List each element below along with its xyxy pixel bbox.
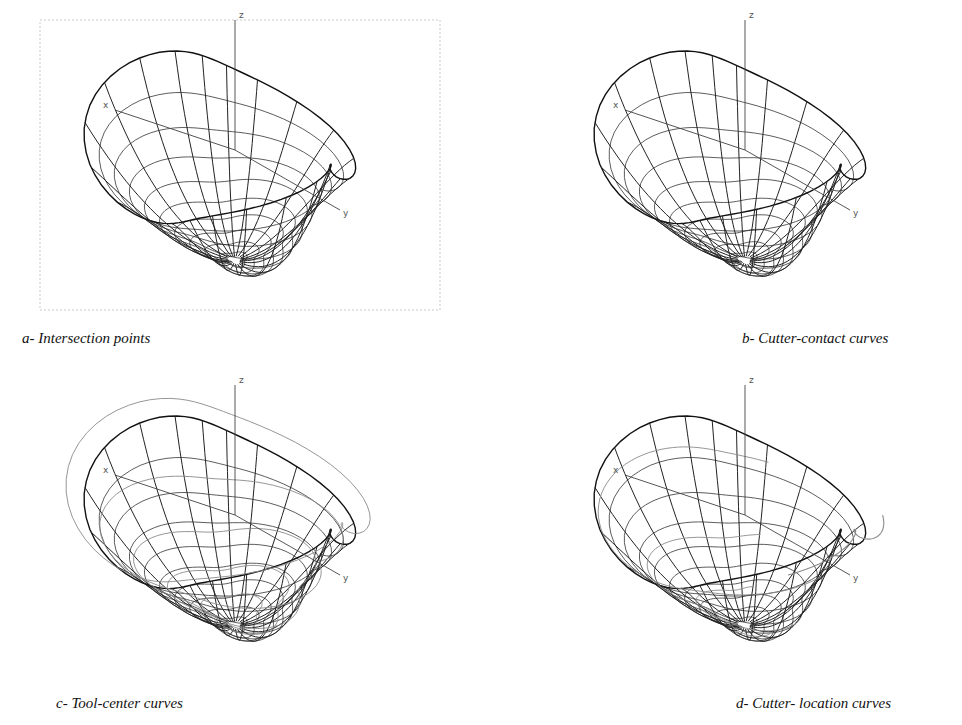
contact-curve <box>609 93 853 232</box>
grid-line <box>239 546 317 637</box>
grid-line <box>737 66 745 257</box>
axis-label: z <box>749 375 754 385</box>
grid-line <box>240 530 331 628</box>
axis-label: x <box>613 465 618 475</box>
x-axis <box>115 110 235 150</box>
grid-line <box>240 179 340 260</box>
y-axis <box>745 150 850 210</box>
contact-curve <box>130 522 320 624</box>
grid-line <box>239 181 317 272</box>
grid-line <box>140 423 231 622</box>
grid-line <box>746 574 757 640</box>
grid-line <box>105 82 229 257</box>
grid-line <box>105 447 229 622</box>
y-axis <box>745 515 850 575</box>
grid-line <box>737 431 745 622</box>
grid-line <box>241 176 353 259</box>
grid-line <box>240 536 331 626</box>
z-axis <box>745 20 746 150</box>
grid-line <box>117 202 229 260</box>
contact-curve <box>609 458 853 597</box>
grid-line <box>750 179 850 260</box>
grid-line <box>750 536 841 626</box>
panel-caption: c- Tool-center curves <box>56 695 183 712</box>
cutter-location-curve <box>788 515 884 575</box>
grid-line <box>236 80 257 256</box>
contact-curve <box>594 51 866 224</box>
grid-line <box>601 167 738 259</box>
z-axis <box>235 20 236 150</box>
grid-line <box>627 202 739 260</box>
grid-line <box>749 546 827 637</box>
grid-line <box>615 82 739 257</box>
y-axis <box>235 515 340 575</box>
x-axis <box>115 475 235 515</box>
grid-line <box>746 209 757 275</box>
grid-line <box>750 171 841 261</box>
grid-line <box>85 488 228 624</box>
contact-curve <box>640 157 830 259</box>
panel-caption: b- Cutter-contact curves <box>742 330 888 347</box>
panel-caption: a- Intersection points <box>22 330 150 347</box>
tool-center-curve <box>100 476 343 608</box>
tool-center-curve <box>168 565 290 634</box>
axis-label: y <box>343 208 348 218</box>
x-axis <box>625 475 745 515</box>
tool-center-curve <box>66 398 370 581</box>
axis-label: z <box>749 10 754 20</box>
x-axis <box>625 110 745 150</box>
contact-curve <box>99 93 343 232</box>
grid-line <box>140 58 231 257</box>
contact-curve <box>130 157 320 259</box>
axis-label: z <box>239 375 244 385</box>
grid-line <box>85 123 228 259</box>
grid-line <box>749 181 827 272</box>
grid-line <box>236 209 247 275</box>
tool-center-curve <box>201 594 262 629</box>
grid-line <box>91 167 228 259</box>
grid-line <box>601 532 738 624</box>
grid-line <box>746 80 767 256</box>
grid-line <box>595 123 738 259</box>
grid-line <box>240 544 340 625</box>
tool-center-curve <box>134 528 316 628</box>
axis-label: y <box>853 208 858 218</box>
grid-line <box>750 165 841 263</box>
cutter-location-curve <box>647 535 796 631</box>
axis-label: x <box>103 465 108 475</box>
grid-line <box>751 541 863 624</box>
axis-label: y <box>853 573 858 583</box>
axis-label: x <box>613 100 618 110</box>
grid-line <box>750 530 841 628</box>
grid-line <box>240 171 331 261</box>
axis-label: z <box>239 10 244 20</box>
grid-line <box>650 58 741 257</box>
grid-line <box>751 176 863 259</box>
grid-line <box>595 488 738 624</box>
grid-line <box>240 165 331 263</box>
z-axis <box>235 385 236 515</box>
bounding-box <box>40 20 440 310</box>
grid-line <box>227 66 235 257</box>
panel-caption: d- Cutter- location curves <box>736 695 891 712</box>
y-axis <box>235 150 340 210</box>
grid-line <box>227 431 235 622</box>
axis-label: x <box>103 100 108 110</box>
z-axis <box>745 385 746 515</box>
contact-curve <box>594 416 866 589</box>
axis-label: y <box>343 573 348 583</box>
grid-line <box>750 544 850 625</box>
contact-curve <box>84 51 356 224</box>
cutter-location-curve <box>598 447 821 595</box>
